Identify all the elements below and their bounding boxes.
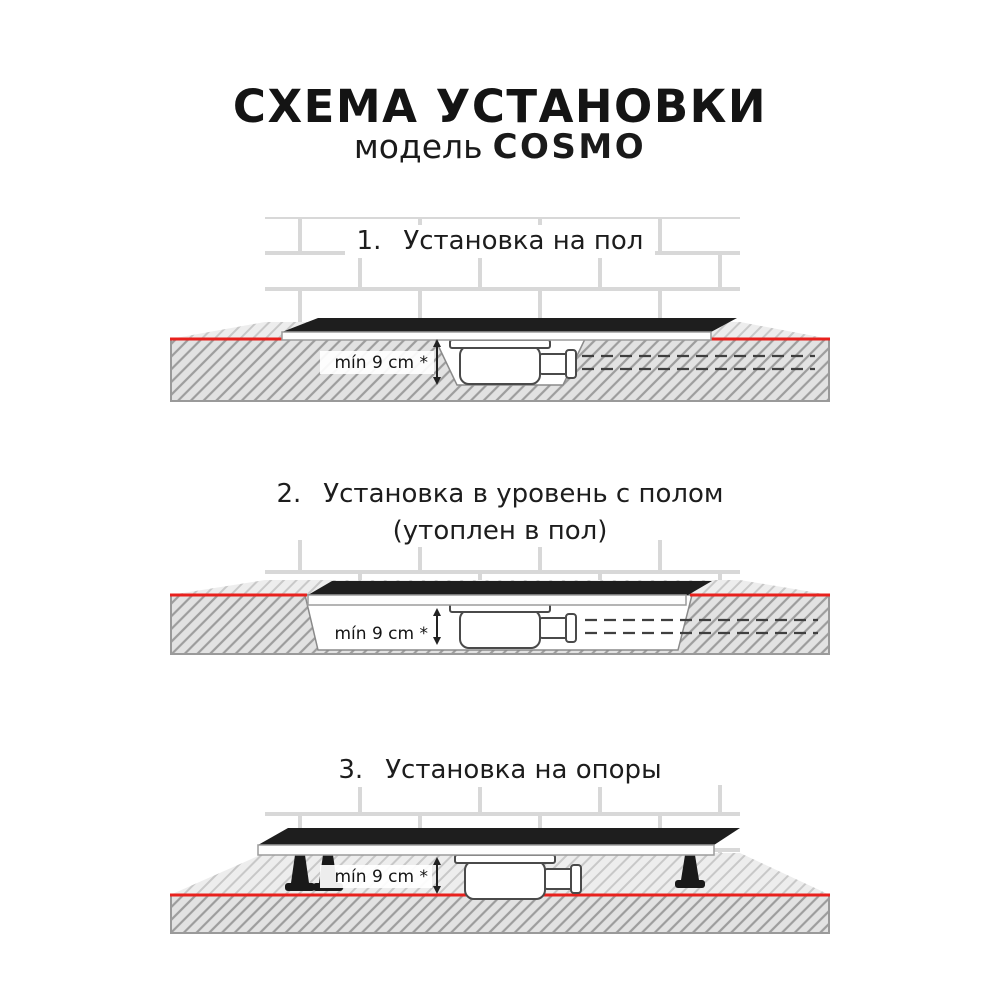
model-name: COSMO [492,127,647,167]
arrow-down-icon [433,886,441,894]
min-depth-label: mín 9 cm * [335,353,429,373]
min-depth-dimension: mín 9 cm * [320,608,441,645]
figure-installation-on-floor: mín 9 cm * 1. Установка на пол [170,215,830,405]
shower-tray-top [282,318,737,332]
figure-caption: 3. Установка на опоры [170,754,830,787]
diagram-on-supports: mín 9 cm * [170,785,830,934]
min-depth-label: mín 9 cm * [335,624,429,644]
min-depth-dimension: mín 9 cm * [320,339,441,385]
support-foot-base [675,880,705,888]
arrow-up-icon [433,608,441,616]
support-foot-base [285,883,315,891]
arrow-up-icon [433,339,441,347]
arrow-up-icon [433,857,441,865]
shower-tray-edge [281,331,712,341]
support-foot [681,855,699,880]
figure-number: 2. [276,479,302,509]
arrow-down-icon [433,377,441,385]
min-depth-label: mín 9 cm * [335,867,429,887]
figure-caption: 2. Установка в уровень с полом (утоплен … [170,478,830,547]
model-label: модель [353,127,483,166]
shower-tray-top [308,581,712,595]
figure-caption: 1. Установка на пол [170,225,830,258]
support-foot [291,855,309,883]
figure-title: Установка на пол [403,226,644,256]
figure-title: Установка в уровень с полом [323,479,724,509]
figure-title: Установка на опоры [385,755,662,785]
figure-number: 3. [338,755,364,785]
shower-tray-edge [307,594,687,606]
min-depth-dimension: mín 9 cm * [320,857,441,894]
arrow-down-icon [433,637,441,645]
figure-installation-on-supports: mín 9 cm * 3. Установка на опоры [170,740,830,935]
figure-subtitle: (утоплен в пол) [380,514,620,547]
diagram-flush: mín 9 cm * [170,540,830,655]
figure-number: 1. [356,226,382,256]
shower-tray-edge [257,844,715,856]
page-title: СХЕМА УСТАНОВКИ [232,80,768,134]
hidden-pipe-dashes [585,618,818,635]
shower-tray-top [258,828,740,845]
figure-installation-flush: mín 9 cm * 2. Установка в уровень с поло… [170,462,830,662]
floor-cross-section [170,894,830,934]
hidden-pipe-dashes [582,354,815,371]
